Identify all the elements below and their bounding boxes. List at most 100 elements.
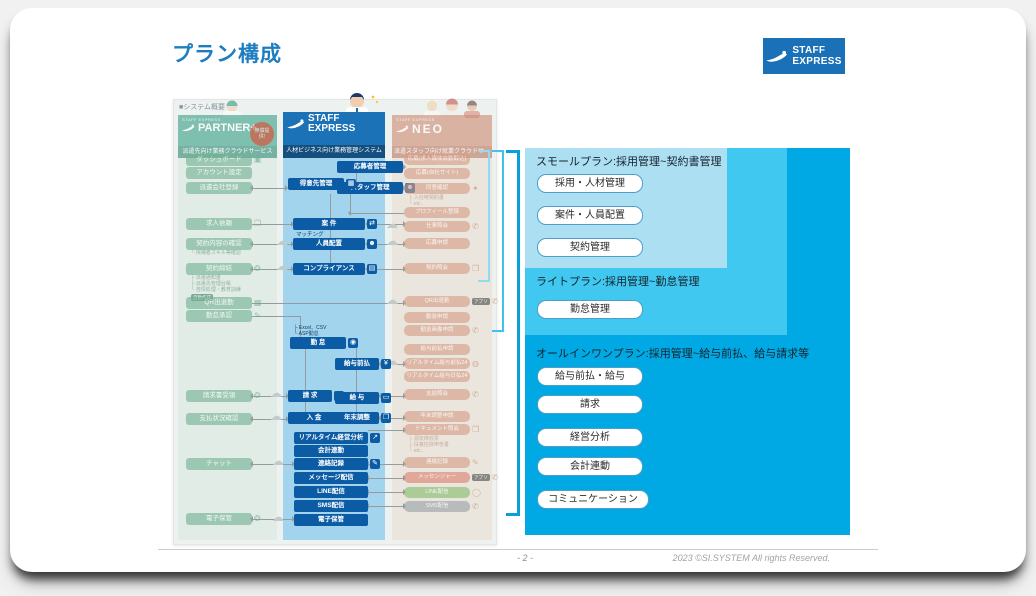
- arrowhead-icon: [292, 516, 298, 522]
- diagram-node: プロフィール登録: [404, 207, 470, 218]
- diagram-node: SMS配信✆: [404, 501, 479, 512]
- wallet-icon: ▭: [381, 393, 391, 403]
- connector-line: [367, 244, 404, 245]
- diagram-node-label: アカウント設定: [186, 167, 252, 179]
- diagram-node: 支払状況確認: [186, 413, 252, 425]
- diagram-node-label: 年末調整申請: [404, 411, 470, 422]
- diagram-node: 応募者管理: [337, 161, 403, 173]
- diagram-node-label: 応募者管理: [337, 161, 403, 173]
- diagram-node: メッセージ配信: [294, 472, 368, 484]
- line-icon: ◯: [472, 487, 481, 497]
- se-logo-line1: STAFF: [308, 113, 340, 124]
- diagram-node-label: 応募申請: [404, 238, 470, 249]
- arrowhead-icon: [286, 393, 292, 399]
- diagram-node-label: 人員配置: [293, 238, 365, 250]
- chart-icon: ↗: [370, 433, 380, 443]
- diagram-node-note: ├ Excel、CSV└ ASP勤怠: [294, 325, 327, 337]
- connector-line: [252, 464, 293, 465]
- plan-feature-button: 案件・人員配置: [537, 206, 643, 225]
- connector-line: [350, 213, 404, 214]
- staff-express-tagline: 人材ビジネス向け業務管理システム: [283, 145, 385, 158]
- plan-feature-button: 請求: [537, 395, 643, 414]
- diagram-node-sublist: ├ 入社時契約書└ etc...: [409, 195, 444, 207]
- diagram-node-sublist: └ 候補者スキル等確認: [191, 250, 241, 256]
- footer-divider: [158, 549, 878, 550]
- diagram-node: QR出退勤▩: [186, 297, 262, 309]
- connector-line: [367, 269, 404, 270]
- cloud-sync-icon: ☁: [276, 259, 288, 273]
- connector-line: [300, 316, 301, 337]
- diagram-node-label: リアルタイム経営分析: [294, 432, 368, 444]
- diagram-node: 求人依頼❐: [186, 218, 261, 230]
- diagram-node: 給与前払申請: [404, 344, 470, 355]
- diagram-node: 連絡記録✎: [404, 457, 479, 468]
- diagram-node: SMS配信: [294, 500, 368, 512]
- connector-line: [356, 403, 357, 412]
- connector-line: [356, 168, 357, 182]
- swoosh-icon: [396, 125, 409, 133]
- arrowhead-icon: [286, 416, 292, 422]
- staff-express-header: STAFF EXPRESS: [283, 112, 385, 145]
- phone-icon: ✆: [472, 221, 479, 231]
- diagram-node-label: 会計連動: [294, 445, 368, 457]
- system-overview-label: ■システム概要: [179, 104, 226, 111]
- diagram-node: 応募申請: [404, 238, 470, 249]
- diagram-node: 同意確認✦├ 入社時契約書└ etc...: [404, 183, 479, 207]
- staff-express-logo: STAFF EXPRESS: [763, 38, 845, 74]
- diagram-node: 仕事照会✆: [404, 221, 479, 232]
- diagram-node: 契約照会❐: [404, 263, 479, 274]
- neo-logo: NEO: [412, 122, 445, 136]
- swoosh-icon: [287, 119, 305, 129]
- diagram-node-label: 給与前払: [335, 358, 379, 370]
- docpen-icon: ✎: [370, 459, 380, 469]
- se-logo-line2: EXPRESS: [308, 123, 356, 134]
- connector-line: [380, 364, 404, 365]
- diagram-node-label: QR出退勤: [404, 296, 470, 307]
- partner-logo: PARTNER+: [198, 122, 257, 134]
- phone-icon: ✆: [472, 501, 479, 511]
- cloud-sync-icon: ☁: [386, 217, 398, 231]
- monitor-icon: ▣: [254, 155, 262, 164]
- diagram-node: QR出退勤アプリ✆: [404, 296, 498, 307]
- diagram-node: リアルタイム給与前払24◍: [404, 358, 479, 369]
- free-offer-badge: 無償提供!: [250, 122, 274, 146]
- diagram-node: 勤 怠◉├ Excel、CSV└ ASP勤怠: [290, 325, 358, 349]
- diagram-node-label: 契約内容の確認: [186, 238, 252, 250]
- connector-line: [380, 418, 404, 419]
- diagram-node: 案 件⇄マッチング: [293, 218, 377, 238]
- diagram-node: LINE配信: [294, 486, 368, 498]
- plan-light-title: ライトプラン:採用管理~勤怠管理: [536, 276, 700, 288]
- diagram-node: 電子保管: [294, 514, 368, 526]
- bracket-small-plan: [478, 150, 490, 282]
- connector-line: [330, 194, 331, 218]
- arrowhead-icon: [291, 221, 297, 227]
- diagram-node: 給 与▭: [335, 392, 391, 404]
- page-title: プラン構成: [172, 43, 282, 66]
- doc-icon: ❐: [472, 424, 480, 434]
- arrowhead-icon: [362, 221, 368, 227]
- diagram-node: アカウント設定: [186, 167, 252, 179]
- connector-line: [356, 369, 357, 392]
- diagram-node-note: マッチング: [296, 232, 324, 238]
- diagram-node: 電子保管❂: [186, 513, 261, 525]
- diagram-node-label: 給与前払申請: [404, 344, 470, 355]
- handshake-icon: ✦: [472, 183, 479, 193]
- diagram-node-label: 給 与: [335, 392, 379, 404]
- docpen-icon: ✎: [254, 311, 261, 320]
- cloud-sync-icon: ☁: [272, 510, 284, 524]
- ribbon-icon: ❂: [254, 264, 261, 273]
- plan-feature-button: 経営分析: [537, 428, 643, 447]
- diagram-node-label: LINE配信: [294, 486, 368, 498]
- arrowhead-icon: [375, 361, 381, 367]
- diagram-node-label: 入 金: [288, 412, 340, 424]
- plan-feature-button: 勤怠管理: [537, 300, 643, 319]
- doc-icon: ❐: [472, 263, 480, 273]
- diagram-node-label: QR出退勤: [186, 297, 252, 309]
- connector-line: [252, 224, 292, 225]
- diagram-node-label: 勤怠申請: [404, 312, 470, 323]
- logo-line1: STAFF: [792, 45, 826, 56]
- phone-icon: ✆: [472, 389, 479, 399]
- diagram-node-label: 支払状況確認: [186, 413, 252, 425]
- plan-allinone-title: オールインワンプラン:採用管理~給与前払、給与請求等: [536, 348, 810, 360]
